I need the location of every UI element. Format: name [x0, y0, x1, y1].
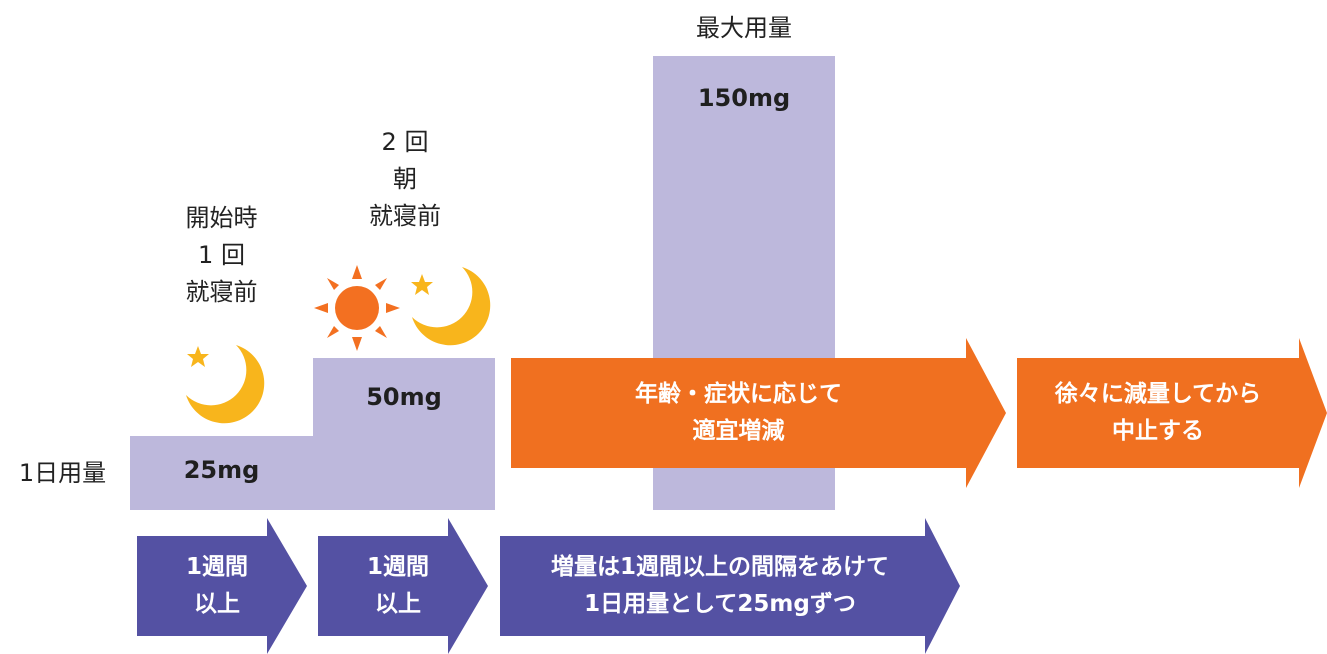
start-timing-line-3: 就寝前 — [185, 278, 258, 306]
adjust-line-2: 適宜増減 — [692, 418, 785, 444]
taper-line-1: 徐々に減量してから — [1054, 381, 1262, 407]
start-timing-line-2: 1 回 — [198, 241, 245, 269]
taper-line-2: 中止する — [1112, 418, 1204, 444]
orange-arrow-adjust — [511, 338, 1006, 488]
blue-arrow-week2-text: 1週間 以上 — [318, 536, 478, 636]
increase-line-2: 1日用量として25mgずつ — [584, 591, 856, 617]
blue-arrow-week1 — [137, 518, 307, 654]
start-timing-label: 開始時 1 回 就寝前 — [130, 200, 313, 311]
orange-arrow-taper-text: 徐々に減量してから 中止する — [1017, 358, 1299, 468]
week1-line-1: 1週間 — [185, 554, 248, 580]
second-timing-line-1: 2 回 — [381, 128, 429, 156]
orange-arrow-adjust-text: 年齢・症状に応じて 適宜増減 — [511, 358, 966, 468]
increase-line-1: 増量は1週間以上の間隔をあけて — [550, 554, 889, 580]
dose-value-start: 25mg — [183, 456, 260, 484]
moon-star-icon — [186, 345, 265, 424]
orange-arrow-taper — [1017, 338, 1327, 488]
week2-line-1: 1週間 — [366, 554, 429, 580]
blue-arrow-increase — [500, 518, 960, 654]
dose-value-max: 150mg — [697, 84, 791, 112]
start-timing-line-1: 開始時 — [185, 204, 258, 232]
sun-icon — [314, 265, 400, 351]
moon-star-icon — [411, 267, 491, 346]
week2-line-2: 以上 — [374, 591, 421, 617]
dose-block-50mg — [313, 358, 495, 510]
dose-value-second: 50mg — [366, 383, 442, 411]
second-timing-line-2: 朝 — [393, 165, 417, 193]
daily-dose-label: 1日用量 — [18, 459, 107, 487]
week1-line-2: 以上 — [193, 591, 240, 617]
second-timing-label: 2 回 朝 就寝前 — [305, 124, 505, 235]
blue-arrow-week2 — [318, 518, 488, 654]
second-timing-line-3: 就寝前 — [369, 202, 441, 230]
blue-arrow-week1-text: 1週間 以上 — [137, 536, 297, 636]
adjust-line-1: 年齢・症状に応じて — [635, 381, 842, 407]
blue-arrow-increase-text: 増量は1週間以上の間隔をあけて 1日用量として25mgずつ — [500, 536, 940, 636]
max-dose-caption: 最大用量 — [696, 14, 792, 42]
